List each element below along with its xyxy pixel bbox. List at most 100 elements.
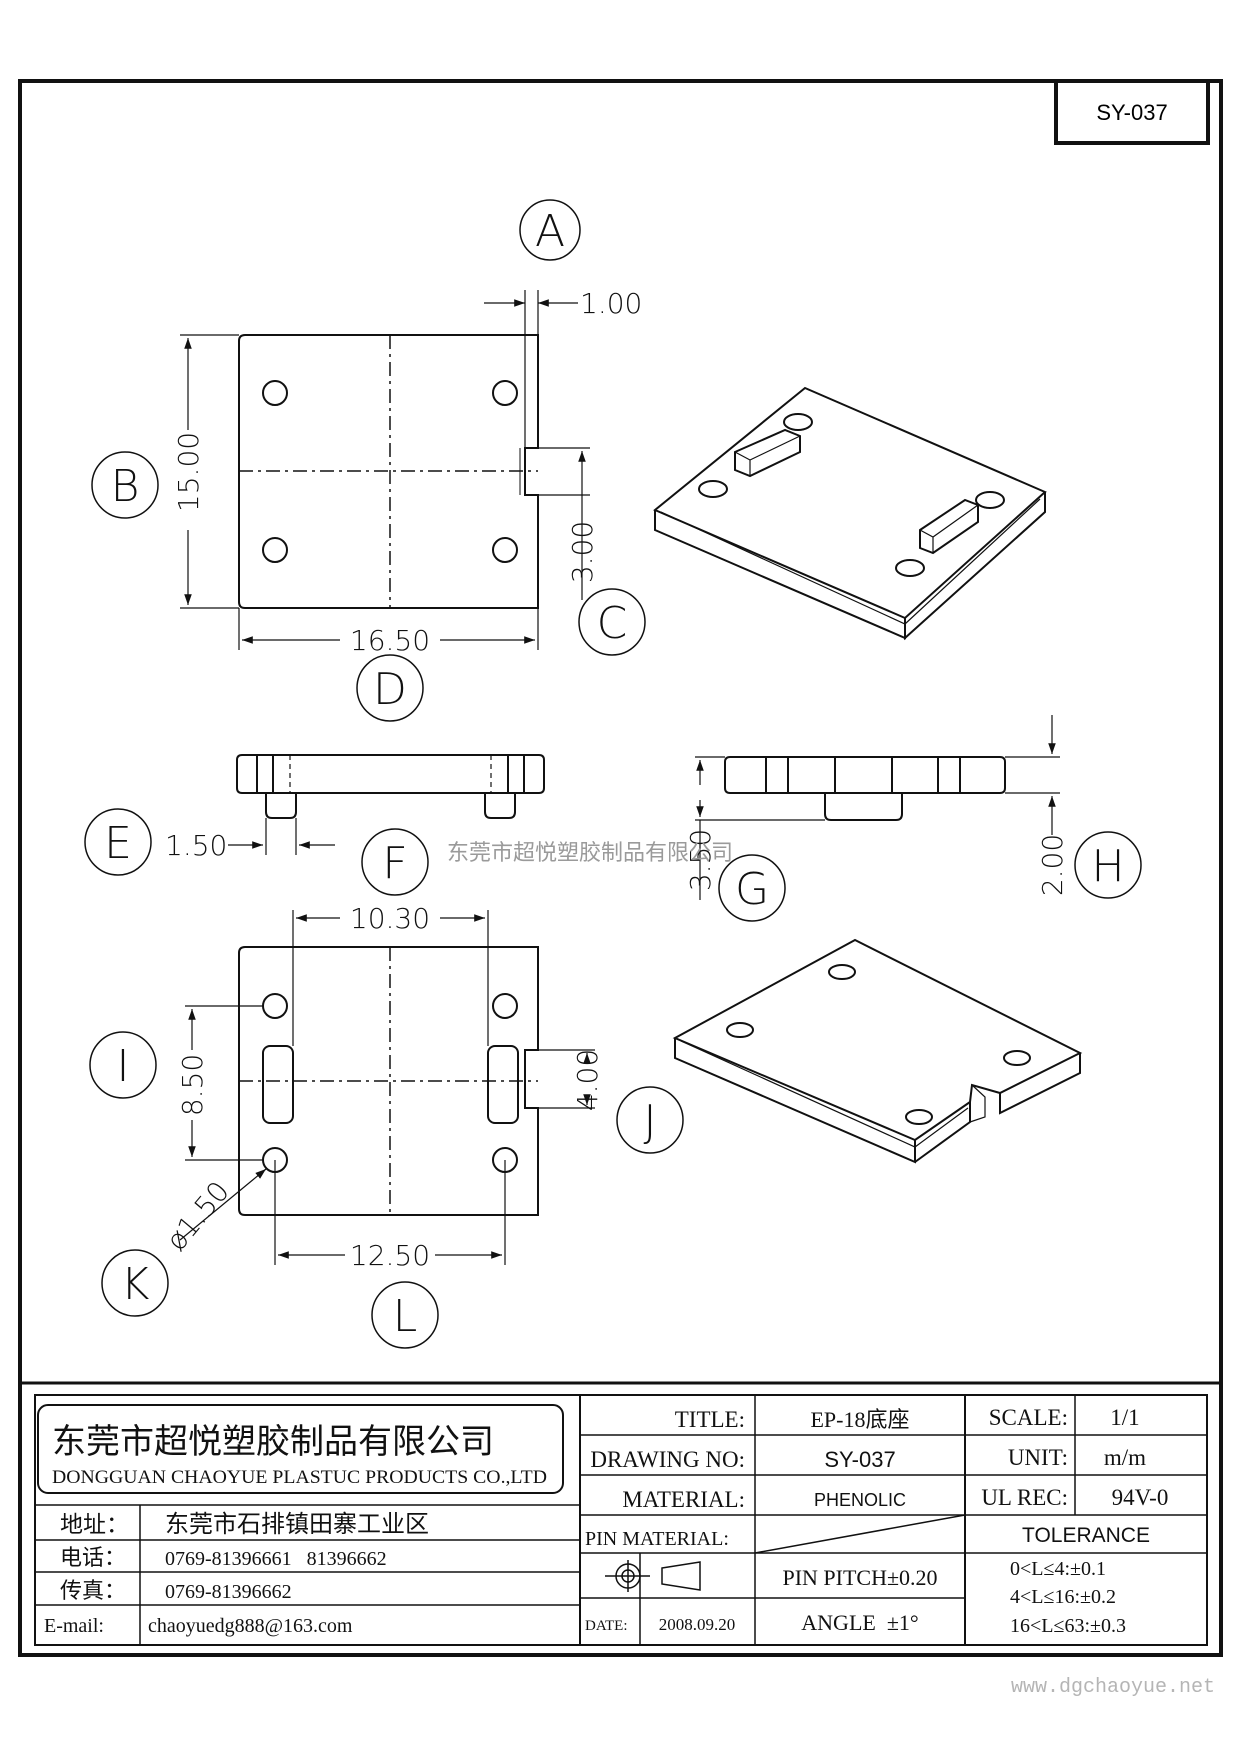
fax-label: 传真： <box>60 1579 126 1604</box>
view-label-f: F <box>382 838 407 889</box>
phone-value: 0769-81396661 81396662 <box>165 1548 387 1570</box>
dim-hole-spacing-x <box>274 1160 506 1265</box>
dim-text-step-height: 2.00 <box>1036 834 1069 896</box>
dim-text-slot-height: 4.00 <box>571 1049 604 1111</box>
dim-text-total-height: 3.50 <box>684 829 717 891</box>
end-boss <box>824 793 903 821</box>
mounting-hole <box>492 993 518 1019</box>
dim-hole-diameter <box>179 1168 267 1241</box>
website: www.dgchaoyue.net <box>1011 1676 1215 1699</box>
title-label: TITLE: <box>675 1407 745 1432</box>
isometric-bottom-view <box>672 938 1083 1164</box>
mounting-hole <box>492 537 518 563</box>
pin-slot <box>487 1045 519 1124</box>
scale-label: SCALE: <box>989 1405 1068 1430</box>
dim-text-hole-diameter: ø1.50 <box>160 1175 236 1257</box>
drawing-no-value: SY-037 <box>824 1447 895 1472</box>
side-view-end <box>724 756 1006 821</box>
drawing-code: SY-037 <box>1096 100 1167 125</box>
company-name-cn: 东莞市超悦塑胶制品有限公司 <box>52 1422 494 1462</box>
isometric-top-view <box>653 386 1047 641</box>
company-name-en: DONGGUAN CHAOYUE PLASTUC PRODUCTS CO.,LT… <box>52 1467 547 1488</box>
view-label-e: E <box>104 818 132 869</box>
dim-pin-spacing-y <box>185 1005 263 1161</box>
view-label-j: J <box>644 1096 657 1147</box>
tolerance-row-3: 16<L≤63:±0.3 <box>1010 1615 1126 1637</box>
scale-value: 1/1 <box>1110 1405 1139 1430</box>
address-label: 地址： <box>60 1512 129 1538</box>
iso-right-face <box>904 492 1046 641</box>
view-label-g: G <box>735 864 769 915</box>
drawing-border <box>18 79 1223 1657</box>
iso-boss <box>919 498 979 555</box>
dim-step-height <box>1005 715 1060 835</box>
side-view-body <box>236 754 545 794</box>
mounting-hole <box>262 380 288 406</box>
views <box>84 199 1142 1349</box>
dim-text-height: 15.00 <box>172 432 205 512</box>
dim-pin-spacing-x <box>292 910 489 1046</box>
title-value: EP-18底座 <box>810 1407 909 1432</box>
mounting-hole <box>262 537 288 563</box>
dim-text-hole-spacing-x: 12.50 <box>350 1239 430 1272</box>
unit-label: UNIT: <box>1008 1445 1068 1470</box>
email-value: chaoyuedg888@163.com <box>148 1615 353 1637</box>
address-value: 东莞市石排镇田寨工业区 <box>165 1510 429 1538</box>
phone-label: 电话： <box>60 1546 126 1571</box>
ul-label: UL REC: <box>981 1485 1068 1510</box>
mounting-hole <box>262 993 288 1019</box>
tolerance-row-1: 0<L≤4:±0.1 <box>1010 1558 1106 1580</box>
dim-text-pin-spacing-x: 10.30 <box>350 902 430 935</box>
dim-slot-height <box>525 1049 595 1109</box>
date-label: DATE: <box>585 1618 628 1634</box>
tolerance-row-2: 4<L≤16:±0.2 <box>1010 1586 1116 1608</box>
view-label-b: B <box>111 461 140 512</box>
standoff <box>265 793 297 819</box>
pin-pitch: PIN PITCH±0.20 <box>782 1565 937 1590</box>
dim-standoff-width <box>228 818 335 855</box>
dim-text-tab-height: 3.00 <box>566 521 599 583</box>
view-label-k: K <box>121 1259 150 1310</box>
view-label-a: A <box>535 206 565 257</box>
iso-bottom-face <box>672 938 1083 1142</box>
iso-front-face <box>654 510 906 640</box>
view-label-circles <box>84 199 1142 1349</box>
tolerance-label: TOLERANCE <box>1022 1524 1150 1547</box>
email-label: E-mail: <box>44 1615 104 1637</box>
top-view <box>238 334 539 609</box>
unit-value: m/m <box>1104 1445 1146 1470</box>
drawing-code-box <box>1054 79 1210 145</box>
material-value: PHENOLIC <box>814 1490 906 1510</box>
watermark: 东莞市超悦塑胶制品有限公司 <box>447 841 733 866</box>
angle: ANGLE ±1° <box>801 1610 918 1635</box>
dim-text-top-tab-offset: 1.00 <box>580 287 642 320</box>
dim-total-height <box>695 756 825 900</box>
dim-tab-height <box>525 447 590 600</box>
bottom-view <box>238 946 539 1216</box>
projection-symbol <box>605 1560 701 1592</box>
dim-height <box>180 334 239 609</box>
iso-top-face <box>653 386 1047 620</box>
view-label-d: D <box>373 664 407 715</box>
side-view-end-body <box>724 756 1006 794</box>
view-label-l: L <box>393 1291 418 1342</box>
dim-top-tab-offset <box>484 290 578 448</box>
dim-width <box>238 608 539 650</box>
view-label-i: I <box>117 1041 130 1092</box>
side-view-front <box>236 754 545 819</box>
view-label-h: H <box>1091 841 1124 892</box>
pin-material-label: PIN MATERIAL: <box>585 1528 729 1550</box>
standoff <box>484 793 516 819</box>
mounting-hole <box>492 380 518 406</box>
title-block <box>20 1381 1221 1646</box>
view-label-c: C <box>597 598 628 649</box>
material-label: MATERIAL: <box>622 1487 745 1512</box>
drawing-no-label: DRAWING NO: <box>590 1447 745 1472</box>
pin-slot <box>262 1045 294 1124</box>
fax-value: 0769-81396662 <box>165 1581 292 1603</box>
ul-value: 94V-0 <box>1112 1485 1169 1510</box>
dim-text-width: 16.50 <box>350 624 430 657</box>
dim-text-pin-spacing-y: 8.50 <box>176 1054 209 1116</box>
dim-text-standoff-width: 1.50 <box>165 829 227 862</box>
